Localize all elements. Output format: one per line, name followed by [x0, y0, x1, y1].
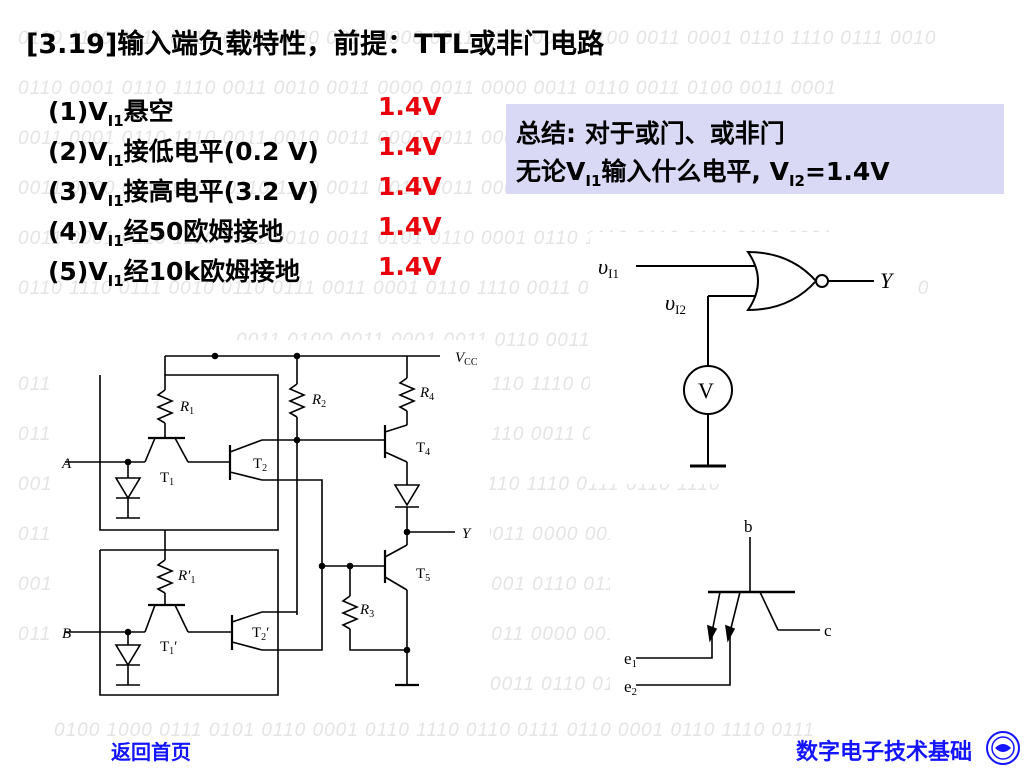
condition-value: 1.4V: [378, 212, 442, 241]
vi2-label: υI2: [665, 290, 686, 317]
course-title-link[interactable]: 数字电子技术基础: [796, 740, 973, 765]
r3-label: R3: [359, 602, 374, 620]
t2p-label: T2′: [252, 625, 269, 643]
page-title: [3.19]输入端负载特性，前提：TTL或非门电路: [26, 29, 604, 60]
back-home-link[interactable]: 返回首页: [111, 740, 191, 764]
emitter2-label: e2: [624, 677, 637, 698]
vi1-label: υI1: [598, 254, 619, 281]
summary-box: 总结: 对于或门、或非门 无论VI1输入什么电平, VI2=1.4V: [506, 104, 1004, 194]
nor-gate-measurement-diagram: υI1 υI2 Y V: [590, 232, 915, 484]
input-b-label: B: [62, 626, 71, 642]
voltmeter-label: V: [698, 378, 714, 403]
university-logo: [986, 731, 1020, 769]
binary-line: 0110 1110 0011 0010 0011 0000 0011 0000 …: [18, 28, 937, 49]
condition-item: (4)VI1经50欧姆接地: [48, 217, 284, 250]
output-y-label: Y: [462, 526, 472, 542]
condition-item: (2)VI1接低电平(0.2 V): [48, 137, 319, 170]
condition-item: (1)VI1悬空: [48, 97, 174, 130]
binary-line: 0100 1000 0111 0101 0110 0001 0110 1110 …: [54, 720, 815, 741]
input-a-label: A: [61, 456, 72, 472]
r1-label: R1: [179, 399, 194, 417]
r4-label: R4: [419, 385, 434, 403]
condition-value: 1.4V: [378, 252, 442, 281]
condition-value: 1.4V: [378, 92, 442, 121]
t5-label: T5: [416, 566, 430, 584]
vcc-label: VCC: [455, 350, 478, 368]
condition-item: (5)VI1经10k欧姆接地: [48, 257, 301, 290]
condition-value: 1.4V: [378, 132, 442, 161]
t1p-label: T1′: [160, 639, 177, 657]
nor-gate-icon: [746, 250, 818, 312]
condition-value: 1.4V: [378, 172, 442, 201]
t4-label: T4: [416, 440, 430, 458]
multi-emitter-transistor-diagram: b c e1 e2: [610, 505, 865, 705]
t2-label: T2: [253, 456, 267, 474]
r2-label: R2: [311, 392, 326, 410]
emitter1-label: e1: [624, 649, 637, 670]
binary-line: 0110 0001 0110 1110 0011 0010 0011 0000 …: [18, 78, 837, 99]
summary-line-2: 无论VI1输入什么电平, VI2=1.4V: [516, 157, 890, 190]
summary-line-1: 总结: 对于或门、或非门: [516, 119, 785, 148]
ttl-nor-schematic: VCC R1 R2 R4 R′1 R3 A B Y T1 T2 T4 T5 T1…: [50, 340, 490, 698]
t1-label: T1: [160, 470, 174, 488]
condition-item: (3)VI1接高电平(3.2 V): [48, 177, 319, 210]
collector-label: c: [824, 621, 832, 640]
base-label: b: [744, 517, 753, 536]
r1p-label: R′1: [177, 568, 195, 586]
output-y-label: Y: [880, 268, 895, 293]
